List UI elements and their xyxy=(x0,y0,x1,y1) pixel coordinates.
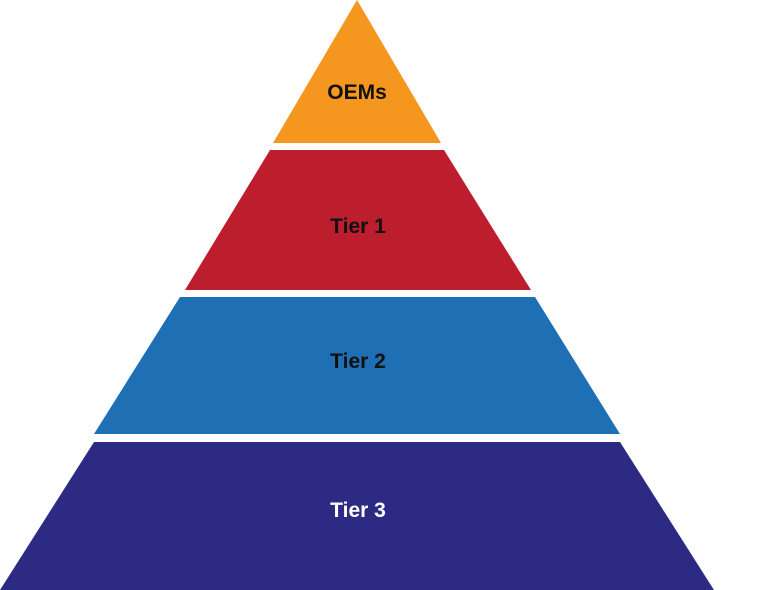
level-oems-shape xyxy=(273,0,441,143)
level-tier1-shape xyxy=(185,150,531,290)
level-oems-label: OEMs xyxy=(327,81,387,104)
level-tier3-label: Tier 3 xyxy=(330,499,386,522)
level-tier2-label: Tier 2 xyxy=(330,350,386,373)
level-tier2-shape xyxy=(94,297,620,434)
level-tier1-label: Tier 1 xyxy=(330,215,386,238)
level-tier3-shape xyxy=(0,442,714,590)
